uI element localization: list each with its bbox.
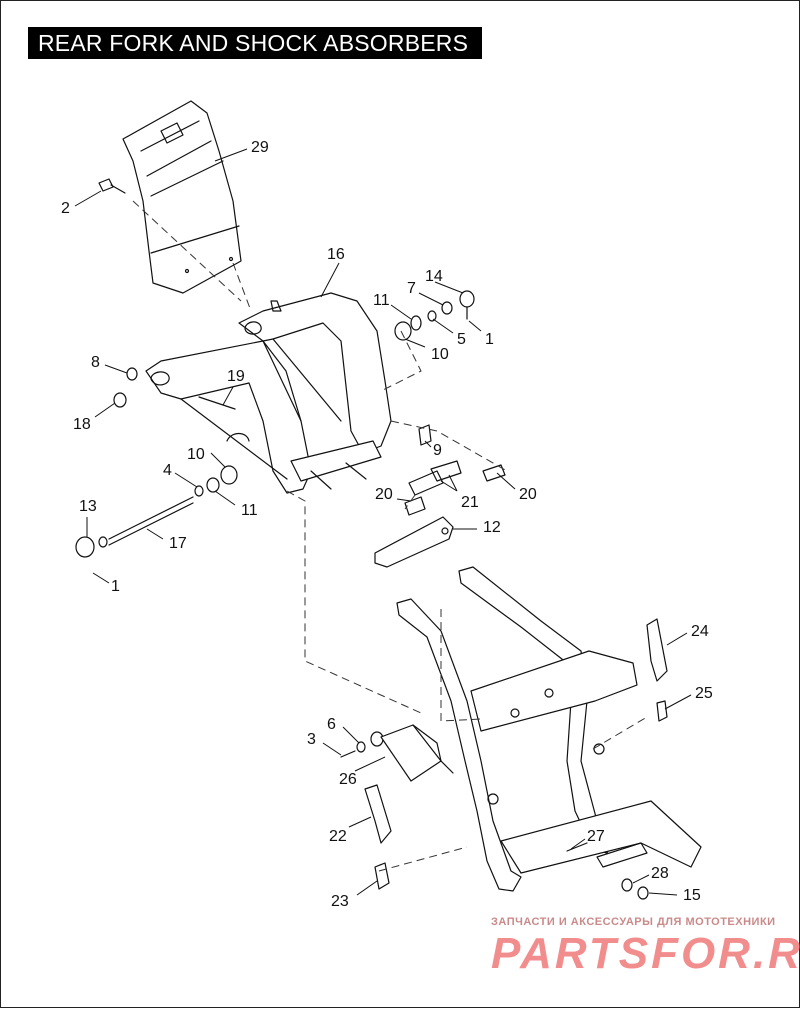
alignment-lines	[132, 200, 648, 872]
part-shock-absorber-26	[340, 724, 454, 782]
part-mount-23	[374, 862, 390, 890]
callout-11-upper: 11	[373, 292, 390, 309]
callout-3: 3	[307, 731, 316, 748]
part-pivot-arm-12	[374, 516, 454, 568]
callout-22: 22	[329, 828, 347, 845]
callout-15: 15	[683, 887, 701, 904]
part-pin-27	[566, 842, 588, 852]
watermark-logo: PARTSFOR.RU	[491, 929, 800, 978]
callout-labels: 29 2 16 14 7 11 5 1 10 8 19 18 9 10 4 11…	[61, 139, 713, 910]
part-nut-15	[637, 886, 649, 900]
callout-14: 14	[425, 268, 443, 285]
callout-9: 9	[433, 442, 442, 459]
part-mount-22	[364, 784, 392, 844]
part-bolt-2	[98, 178, 126, 194]
callout-6: 6	[327, 716, 336, 733]
part-washer-28	[621, 878, 633, 892]
part-bracket-24	[646, 618, 668, 682]
callout-10-lower: 10	[187, 446, 205, 463]
callout-11-lower: 11	[241, 502, 258, 519]
callout-20-right: 20	[519, 486, 537, 503]
part-hardware-stack-upper	[394, 290, 475, 341]
callout-8: 8	[91, 354, 100, 371]
callout-25: 25	[695, 685, 713, 702]
callout-26: 26	[339, 771, 357, 788]
callout-13: 13	[79, 498, 97, 515]
callout-28: 28	[651, 865, 669, 882]
callout-7: 7	[407, 280, 416, 297]
part-nuts-8-18	[113, 367, 138, 408]
callout-17: 17	[169, 535, 187, 552]
callout-21: 21	[461, 494, 479, 511]
callout-29: 29	[251, 139, 269, 156]
callout-19: 19	[227, 368, 245, 385]
callout-23: 23	[331, 893, 349, 910]
part-rear-cover	[122, 100, 242, 294]
callout-1-upper: 1	[485, 331, 494, 348]
part-bolt-19	[198, 396, 236, 410]
part-swingarm	[396, 566, 702, 892]
leader-lines	[74, 148, 692, 896]
callout-5: 5	[457, 331, 466, 348]
callout-18: 18	[73, 416, 91, 433]
part-bracket-25	[656, 700, 668, 722]
callout-27: 27	[587, 828, 605, 845]
callout-1-lower: 1	[111, 578, 120, 595]
part-frame-16	[145, 292, 392, 494]
part-axle-17	[75, 496, 194, 558]
callout-12: 12	[483, 519, 501, 536]
page-title: REAR FORK AND SHOCK ABSORBERS	[28, 27, 482, 59]
part-clip-9	[418, 424, 432, 446]
callout-16: 16	[327, 246, 345, 263]
part-bushings	[404, 460, 506, 516]
watermark-caption: ЗАПЧАСТИ И АКСЕССУАРЫ ДЛЯ МОТОТЕХНИКИ	[491, 916, 776, 928]
callout-20-left: 20	[375, 486, 393, 503]
callout-10-upper: 10	[431, 346, 449, 363]
callout-2: 2	[61, 200, 70, 217]
callout-24: 24	[691, 623, 709, 640]
callout-4: 4	[163, 462, 172, 479]
part-hardware-stack-lower	[194, 465, 238, 497]
